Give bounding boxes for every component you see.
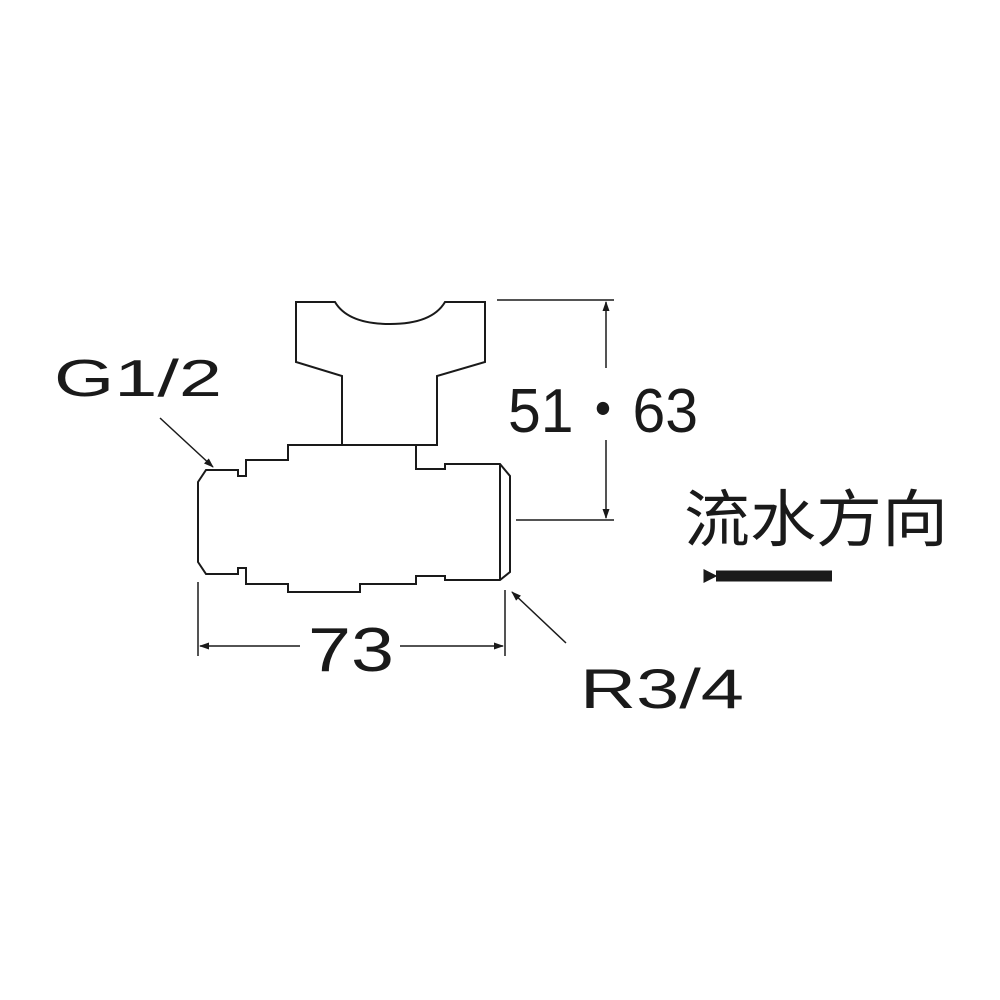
valve-handle (295, 301, 486, 446)
outlet-thread-label: R3/4 (580, 657, 744, 720)
length-dimension-label: 73 (308, 616, 394, 685)
dimension-lines (197, 299, 614, 656)
height-dimension-label: 51・63 (508, 377, 698, 446)
valve-body (197, 444, 511, 593)
inlet-thread-label: G1/2 (54, 350, 222, 408)
leader-lines (159, 417, 567, 644)
flow-direction-label: 流水方向 (684, 483, 948, 556)
